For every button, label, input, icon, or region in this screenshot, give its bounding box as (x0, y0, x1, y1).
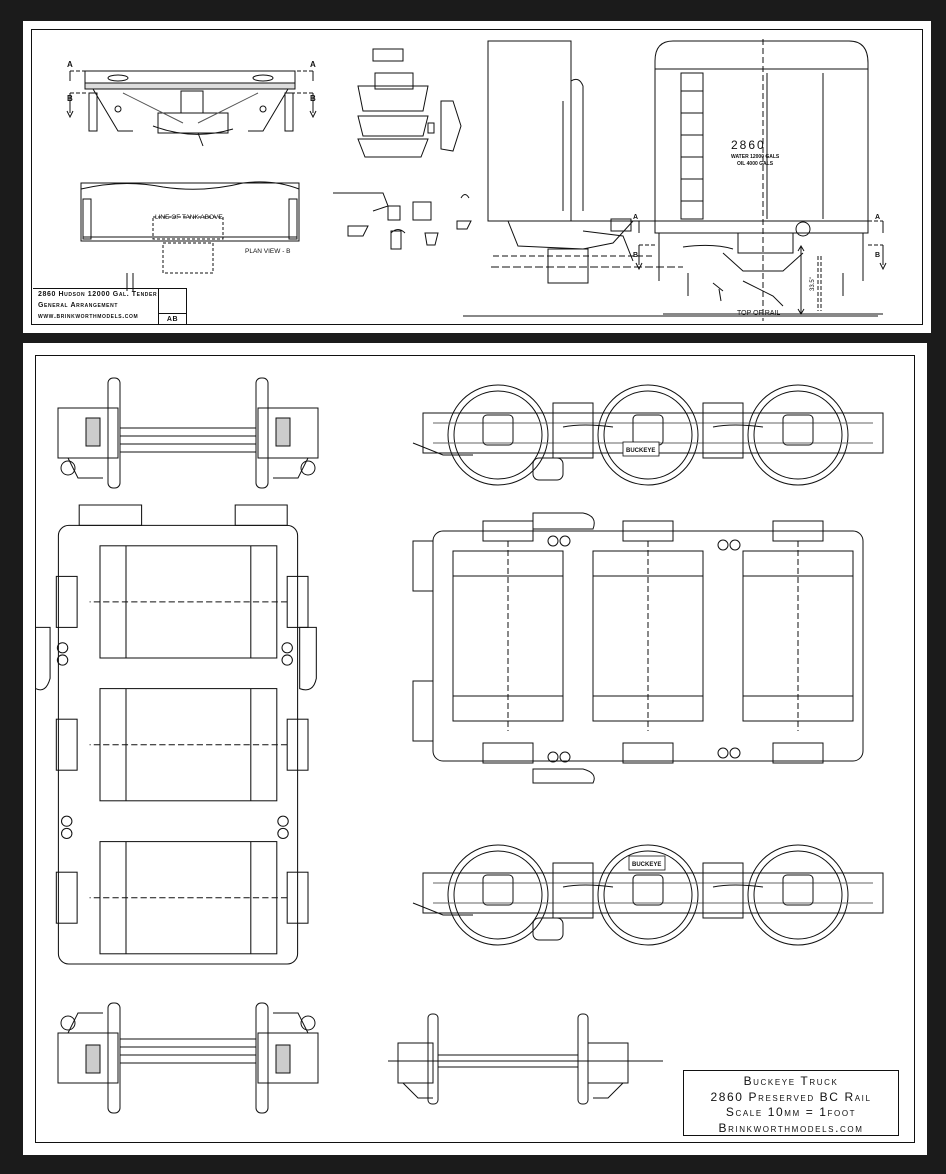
buckeye-truck-drawings: BUCKEYE BUCKEYE (35, 377, 884, 1114)
truck-title-line-2: 2860 Preserved BC Rail (710, 1089, 872, 1104)
revision-code: AB (158, 313, 186, 325)
truck-plan-view-vertical (35, 504, 317, 965)
detail-parts (333, 48, 472, 250)
truck-title-line-1: Buckeye Truck (743, 1074, 839, 1088)
tender-rear-elevation (654, 39, 883, 321)
truck-plate-bottom: BUCKEYE (632, 862, 661, 868)
truck-end-view-bottom (57, 1002, 319, 1114)
tender-side-elevation (487, 40, 683, 284)
title-block-line-1: 2860 Hudson 12000 Gal. Tender (38, 291, 158, 298)
section-marker-a-rear-right: A (875, 214, 880, 221)
section-marker-b-rear-right: B (875, 252, 880, 259)
truck-end-view-top (57, 377, 319, 489)
tank-line-label: LINE OF TANK ABOVE (155, 214, 223, 221)
truck-title-line-4: Brinkworthmodels.com (718, 1120, 864, 1135)
tender-end-elevation (84, 70, 296, 147)
tender-plan-view (80, 181, 300, 291)
truck-drawing-sheet: BUCKEYE BUCKEYE Buckeye Truck 2860 Prese… (23, 343, 927, 1155)
truck-title-line-3: Scale 10mm = 1foot (725, 1105, 857, 1119)
truck-title-block: Buckeye Truck 2860 Preserved BC Rail Sca… (683, 1070, 899, 1136)
section-marker-a-right: A (310, 60, 316, 69)
section-marker-a-rear-left: A (633, 214, 638, 221)
title-block-line-2: General Arrangement (38, 302, 118, 309)
tender-title-block: 2860 Hudson 12000 Gal. Tender General Ar… (33, 288, 187, 325)
title-block-line-3: www.brinkworthmodels.com (38, 313, 139, 320)
section-marker-b-left: B (67, 94, 73, 103)
dimension-label: 33.5" (810, 277, 816, 291)
top-of-rail-label: TOP OF RAIL (737, 310, 780, 317)
truck-plan-view-horizontal (412, 512, 864, 784)
oil-capacity-label: OIL 4000 GALS (737, 161, 774, 167)
truck-plate-top: BUCKEYE (626, 448, 655, 454)
title-block-divider (158, 289, 159, 325)
section-marker-b-right: B (310, 94, 316, 103)
section-marker-b-rear-left: B (633, 252, 638, 259)
tender-general-arrangement: A B A B LINE OF TANK ABOVE PLAN VIEW - B… (66, 39, 887, 321)
truck-axle-end-view (388, 1013, 663, 1105)
drawing-border (31, 29, 923, 325)
tender-drawing-sheet: A B A B LINE OF TANK ABOVE PLAN VIEW - B… (23, 21, 931, 333)
section-marker-a-left: A (67, 60, 73, 69)
water-capacity-label: WATER 12000 GALS (731, 154, 780, 160)
plan-view-label: PLAN VIEW - B (245, 248, 291, 255)
truck-side-view-top (412, 384, 884, 486)
drawing-border (35, 355, 915, 1143)
tender-number: 2860 (731, 138, 766, 152)
